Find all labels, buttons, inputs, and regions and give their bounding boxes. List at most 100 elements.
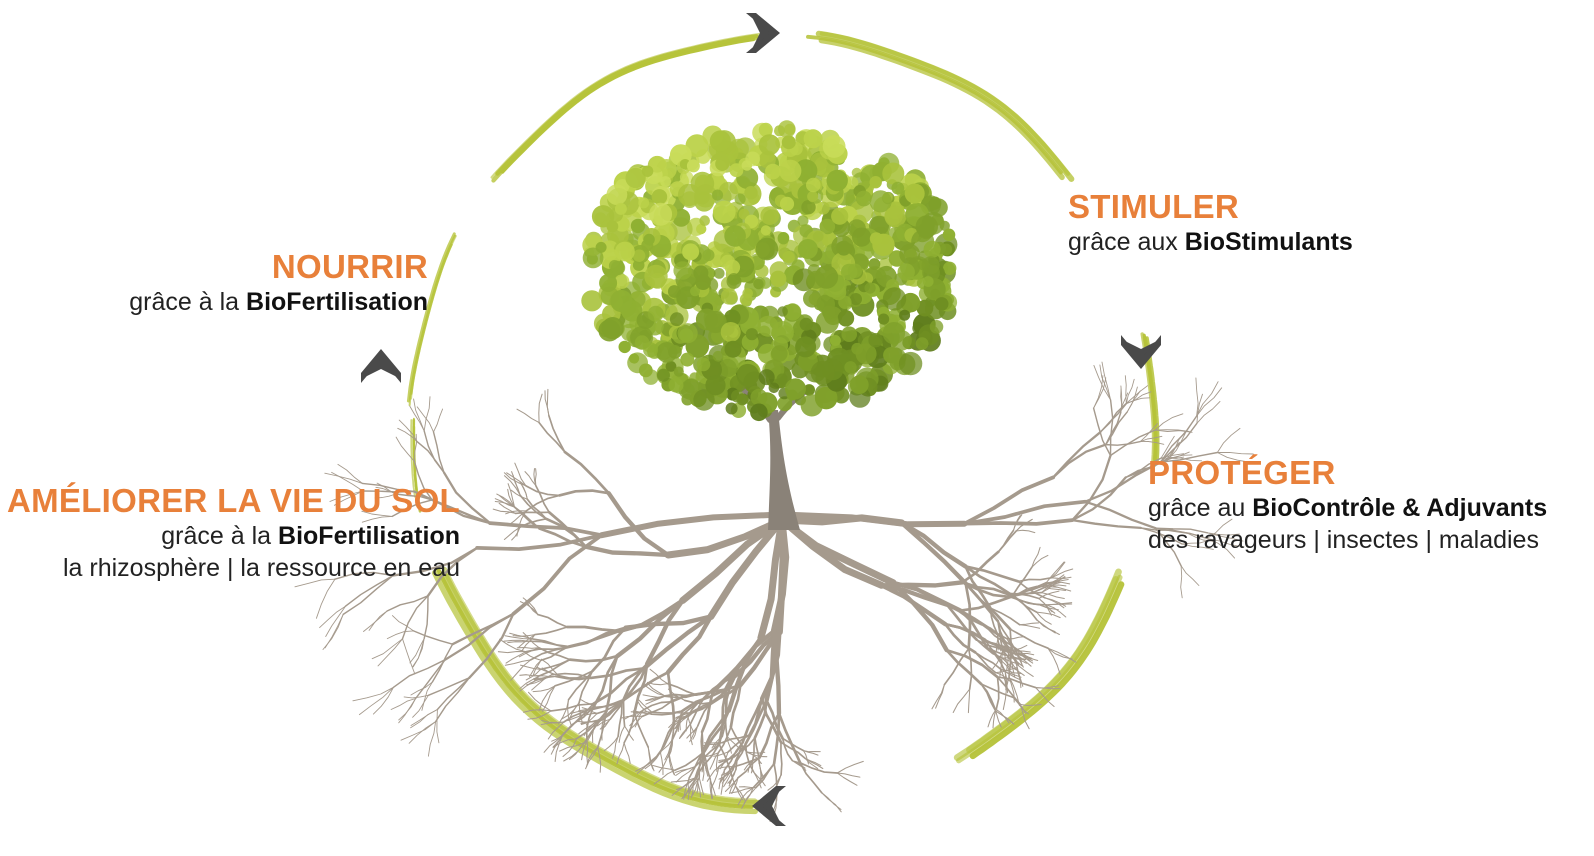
- root-branch: [364, 611, 388, 632]
- root-branch: [969, 649, 972, 690]
- stage-desc-bold: BioStimulants: [1185, 228, 1353, 256]
- leaf-cluster: [795, 336, 816, 357]
- leaf-cluster: [878, 314, 889, 325]
- leaf-cluster: [728, 273, 741, 286]
- root-branch: [323, 614, 343, 649]
- leaf-cluster: [883, 322, 905, 344]
- root-branch: [411, 710, 438, 728]
- root-branch: [996, 677, 998, 709]
- root-branch: [756, 764, 774, 788]
- leaf-cluster: [798, 215, 809, 226]
- leaf-cluster: [848, 219, 866, 237]
- leaf-cluster: [693, 389, 714, 410]
- leaf-cluster: [758, 316, 779, 337]
- leaf-cluster: [850, 375, 869, 394]
- root-branch: [960, 611, 1000, 636]
- root-branch: [1197, 382, 1219, 416]
- leaf-cluster: [815, 265, 838, 288]
- root-branch: [559, 491, 608, 496]
- stage-extra-ameliorer: la rhizosphère | la ressource en eau: [7, 553, 460, 584]
- leaf-cluster: [687, 159, 700, 172]
- leaf-cluster: [699, 215, 710, 226]
- leaf-cluster: [827, 170, 848, 191]
- stage-proteger: PROTÉGER grâce au BioContrôle & Adjuvant…: [1148, 452, 1547, 556]
- leaf-cluster: [674, 367, 684, 377]
- leaf-cluster: [798, 239, 818, 259]
- leaf-cluster: [823, 135, 846, 158]
- root-branch: [1045, 598, 1064, 608]
- root-branch: [401, 722, 436, 741]
- root-branch: [1032, 547, 1040, 567]
- leaf-cluster: [725, 341, 742, 358]
- root-branch: [1125, 376, 1126, 404]
- root-branch: [373, 687, 393, 714]
- leaf-cluster: [778, 233, 789, 244]
- leaf-cluster: [872, 234, 894, 256]
- leaf-cluster: [935, 297, 949, 311]
- leaf-cluster: [721, 322, 741, 342]
- leaf-cluster: [615, 242, 635, 262]
- root-branch: [570, 656, 617, 661]
- leaf-cluster: [869, 258, 881, 270]
- leaf-cluster: [831, 208, 848, 225]
- leaf-cluster: [607, 184, 628, 205]
- leaf-cluster: [745, 152, 760, 167]
- leaf-cluster: [868, 333, 882, 347]
- root-branch: [822, 793, 841, 810]
- root-branch: [387, 631, 413, 639]
- leaf-cluster: [601, 287, 619, 305]
- leaf-cluster: [602, 317, 624, 339]
- root-branch: [932, 685, 944, 709]
- leaf-cluster: [800, 318, 813, 331]
- leaf-cluster: [724, 225, 746, 247]
- root-branch: [902, 523, 966, 567]
- leaf-cluster: [680, 353, 694, 367]
- leaf-cluster: [844, 361, 856, 373]
- leaf-cluster: [696, 309, 718, 331]
- leaf-cluster: [916, 337, 929, 350]
- root-branch: [538, 615, 567, 627]
- stage-nourrir: NOURRIR grâce à la BioFertilisation: [129, 246, 428, 319]
- leaf-cluster: [916, 215, 938, 237]
- leaf-cluster: [780, 197, 794, 211]
- leaf-cluster: [638, 197, 649, 208]
- root-branch: [424, 397, 430, 431]
- leaf-cluster: [753, 279, 763, 289]
- stage-title-nourrir: NOURRIR: [129, 246, 428, 287]
- leaf-cluster: [714, 268, 725, 279]
- root-branch: [505, 476, 521, 496]
- leaf-cluster: [836, 241, 851, 256]
- leaf-cluster: [883, 287, 906, 310]
- leaf-cluster: [756, 238, 779, 261]
- chevron-left-icon: [752, 786, 786, 826]
- leaf-cluster: [930, 320, 944, 334]
- leaf-cluster: [923, 276, 934, 287]
- root-branch: [659, 754, 669, 772]
- leaf-cluster: [669, 378, 684, 393]
- stage-desc-bold: BioFertilisation: [278, 522, 460, 550]
- root-branch: [968, 689, 969, 713]
- leaf-cluster: [715, 157, 729, 171]
- leaf-cluster: [650, 273, 666, 289]
- leaf-cluster: [851, 343, 863, 355]
- leaf-cluster: [750, 404, 768, 422]
- tree-foliage: [581, 120, 957, 421]
- ring-arc-top-right: [808, 34, 1071, 179]
- root-branch: [1053, 432, 1100, 477]
- leaf-cluster: [744, 186, 757, 199]
- chevron-right-icon: [746, 13, 780, 53]
- leaf-cluster: [649, 203, 672, 226]
- root-branch: [316, 579, 335, 618]
- stage-desc-prefix: grâce aux: [1068, 228, 1185, 256]
- leaf-cluster: [679, 328, 693, 342]
- leaf-cluster: [643, 342, 658, 357]
- leaf-cluster: [899, 352, 922, 375]
- stage-desc-stimuler: grâce aux BioStimulants: [1068, 227, 1353, 258]
- root-branch: [902, 523, 966, 584]
- root-branch: [399, 699, 416, 723]
- leaf-cluster: [885, 207, 903, 225]
- leaf-cluster: [729, 163, 743, 177]
- root-branch: [988, 709, 996, 727]
- root-branch: [1010, 629, 1048, 648]
- stage-extra-proteger: des ravageurs | insectes | maladies: [1148, 525, 1547, 556]
